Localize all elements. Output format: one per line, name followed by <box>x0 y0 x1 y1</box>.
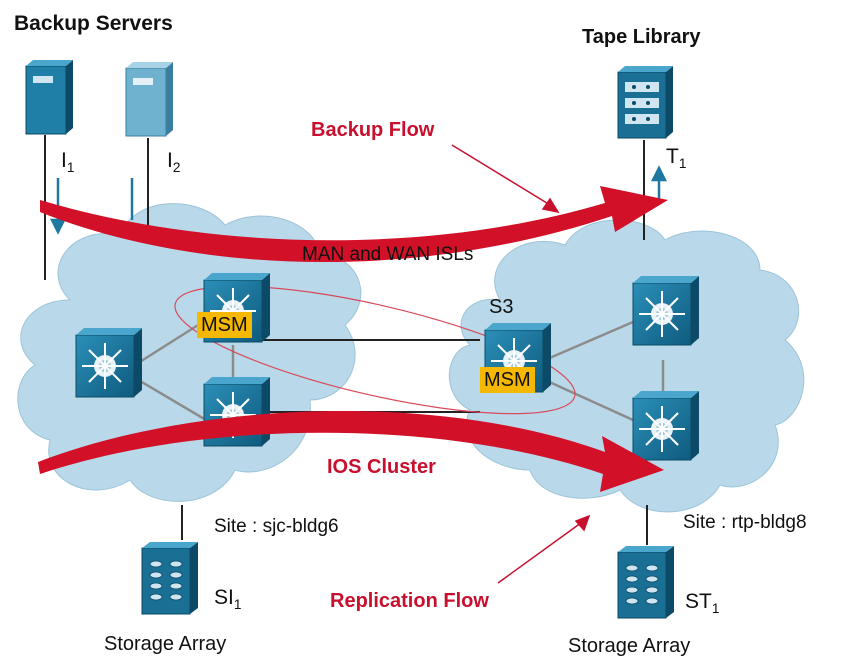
site-right-label: Site : rtp-bldg8 <box>683 512 807 533</box>
tape-library-heading: Tape Library <box>582 26 701 48</box>
mds-switch-icon <box>632 275 700 346</box>
replication-flow-label: Replication Flow <box>330 590 489 612</box>
man-wan-isls-label: MAN and WAN ISLs <box>302 244 474 265</box>
storage-si1-label: SI1 <box>214 586 242 613</box>
server-icon <box>125 62 173 137</box>
storage-array-right-caption: Storage Array <box>568 635 691 657</box>
mds-switch-icon <box>75 327 143 398</box>
storage-st1-label: ST1 <box>685 590 720 617</box>
site-left-label: Site : sjc-bldg6 <box>214 516 339 537</box>
msm-badge-right: MSM <box>480 367 535 393</box>
msm-badge-left: MSM <box>197 312 252 338</box>
mds-switch-icon <box>632 390 700 461</box>
backup-flow-arrow <box>40 186 668 263</box>
backup-flow-label: Backup Flow <box>311 119 435 141</box>
ios-cluster-ellipse <box>174 285 576 415</box>
replication-flow-arrow <box>38 411 664 492</box>
initiator-1-label: I1 <box>61 149 75 176</box>
backup-servers-heading: Backup Servers <box>14 12 173 35</box>
switch-s3-label: S3 <box>489 296 514 318</box>
ios-cluster-label: IOS Cluster <box>327 456 436 478</box>
initiator-2-label: I2 <box>167 149 181 176</box>
server-icon <box>25 60 73 135</box>
storage-array-left-caption: Storage Array <box>104 633 227 655</box>
storage-array-icon <box>617 545 675 619</box>
tape-library-icon <box>617 66 673 139</box>
storage-array-icon <box>141 541 199 615</box>
tape-target-label: T1 <box>666 145 687 172</box>
fabric-links <box>134 318 665 422</box>
callout-arrows <box>451 144 591 584</box>
